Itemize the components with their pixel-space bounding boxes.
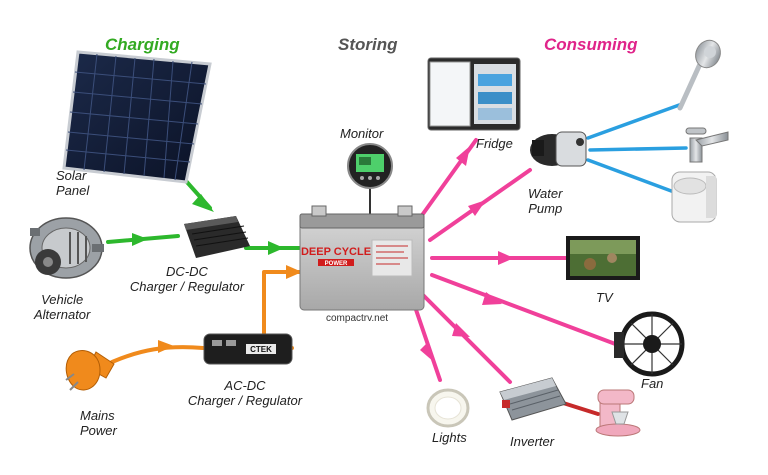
arrowhead-green <box>132 233 148 246</box>
tv-icon <box>566 236 640 280</box>
arrowhead-pink <box>420 344 434 362</box>
label-water-pump: Water Pump <box>528 186 563 216</box>
label-solar-panel: Solar Panel <box>56 168 90 198</box>
flow-battery-to-inverter <box>418 290 512 384</box>
toilet-icon <box>671 171 717 223</box>
mains-plug-icon <box>65 350 115 391</box>
battery-brand-text: DEEP CYCLE <box>301 246 371 258</box>
flow-pump-to-toilet <box>586 158 676 194</box>
flow-pump-to-shower <box>586 102 684 140</box>
flow-battery-to-fan <box>430 273 620 347</box>
alternator-icon <box>29 217 104 279</box>
label-acdc-charger: AC-DC Charger / Regulator <box>187 378 303 408</box>
arrowhead-pink <box>468 200 486 216</box>
mixer-icon <box>595 389 641 437</box>
dcdc-charger-icon <box>184 216 250 258</box>
water-pump-icon <box>530 131 587 167</box>
arrowhead-pink <box>482 292 502 305</box>
label-mains-power: Mains Power <box>80 408 117 438</box>
battery-monitor-icon <box>347 143 393 189</box>
flow-mains-to-acdc <box>110 345 205 364</box>
label-lights: Lights <box>432 430 467 445</box>
arrowhead-green <box>268 241 284 255</box>
flow-pump-to-tap <box>588 146 688 152</box>
light-icon <box>426 388 470 428</box>
tap-icon <box>685 127 729 163</box>
acdc-charger-icon: CTEK <box>203 333 293 365</box>
arrowhead-pink <box>452 323 470 337</box>
header-storing: Storing <box>338 35 398 54</box>
arrowhead-green <box>192 194 214 212</box>
label-dcdc-charger: DC-DC Charger / Regulator <box>129 264 245 294</box>
arrowhead-pink <box>498 251 514 265</box>
shower-head-icon <box>677 39 721 111</box>
fridge-icon <box>427 57 521 131</box>
source-credit: compactrv.net <box>326 313 389 324</box>
label-fan: Fan <box>641 376 664 391</box>
battery-sub-text: POWER <box>325 261 348 267</box>
arrowhead-orange <box>158 340 174 353</box>
arrowhead-pink <box>456 146 470 166</box>
label-inverter: Inverter <box>510 434 555 449</box>
label-monitor: Monitor <box>340 126 384 141</box>
fan-icon <box>614 311 685 377</box>
label-vehicle-alternator: Vehicle Alternator <box>34 292 91 322</box>
label-tv: TV <box>596 290 613 305</box>
flow-battery-to-lights <box>410 296 442 382</box>
inverter-icon <box>499 377 567 421</box>
header-consuming: Consuming <box>544 35 638 54</box>
header-charging: Charging <box>105 35 180 54</box>
solar-panel-icon <box>62 50 212 184</box>
arrowhead-orange <box>286 265 302 279</box>
deep-cycle-battery-icon: DEEP CYCLE POWER <box>299 205 425 311</box>
ctek-logo: CTEK <box>250 345 272 354</box>
label-fridge: Fridge <box>476 136 513 151</box>
